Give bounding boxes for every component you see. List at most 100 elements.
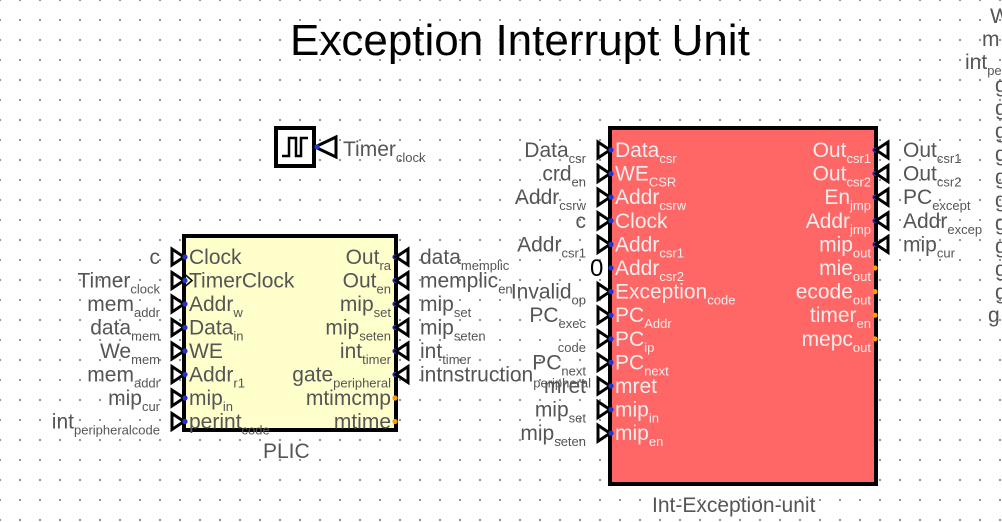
plic-input-dot xyxy=(182,324,188,331)
ieu-input-pin[interactable] xyxy=(596,398,613,421)
ieu-external-input-label: crden xyxy=(542,163,586,190)
ieu-external-input-label: mret xyxy=(544,375,586,398)
ieu-input-label: Addrcsrw xyxy=(615,186,687,213)
ieu-input-dot xyxy=(608,147,614,153)
timer-clock-label: Timerclock xyxy=(343,138,426,165)
ieu-input-pin[interactable] xyxy=(596,280,613,303)
plic-input-label: TimerClock xyxy=(189,270,295,293)
plic-output-pin[interactable] xyxy=(393,269,410,292)
ieu-input-pin[interactable] xyxy=(596,351,613,374)
plic-external-output-label: memplicen xyxy=(420,270,513,297)
right-edge-label: g xyxy=(988,304,1000,327)
ieu-input-dot xyxy=(608,218,614,224)
ieu-input-pin[interactable] xyxy=(596,209,613,232)
plic-output-pin[interactable] xyxy=(393,246,410,268)
ieu-input-dot xyxy=(608,407,614,413)
plic-input-pin[interactable] xyxy=(170,340,187,362)
right-edge-label: g xyxy=(995,235,1002,258)
ieu-input-label: Exceptioncode xyxy=(615,281,735,308)
ieu-output-pin[interactable] xyxy=(873,162,890,185)
right-edge-label: intpe xyxy=(965,51,1002,78)
ieu-input-dot xyxy=(608,289,614,295)
plic-input-dot xyxy=(182,418,188,425)
ieu-external-input-label: PCnext xyxy=(532,351,586,378)
plic-input-label: WE xyxy=(189,340,223,363)
ieu-input-dot xyxy=(608,265,614,271)
ieu-input-pin[interactable] xyxy=(596,186,613,209)
plic-input-label: mipin xyxy=(189,387,233,414)
ieu-input-pin[interactable] xyxy=(596,327,613,350)
plic-output-label: Outra xyxy=(346,246,392,273)
plic-input-pin[interactable] xyxy=(170,269,187,292)
plic-input-label: Datain xyxy=(189,317,243,344)
plic-input-pin[interactable] xyxy=(170,246,187,268)
ieu-input-pin[interactable] xyxy=(596,422,613,445)
ieu-output-dot xyxy=(872,336,878,342)
right-edge-label: g xyxy=(995,166,1002,189)
plic-output-label: inttimer xyxy=(340,340,392,367)
ieu-input-dot xyxy=(608,383,614,389)
ieu-input-label: mret xyxy=(615,375,657,398)
plic-input-label: perintcode xyxy=(189,411,270,438)
ieu-output-label: mieout xyxy=(819,257,871,284)
ieu-output-label: Outcsr1 xyxy=(813,139,871,166)
plic-output-label: gateperipheral xyxy=(292,364,391,391)
plic-input-pin[interactable] xyxy=(170,410,187,433)
plic-input-pin[interactable] xyxy=(170,293,187,315)
ieu-input-pin[interactable] xyxy=(596,139,613,161)
plic-output-dot xyxy=(392,395,398,401)
ieu-output-dot xyxy=(872,289,878,295)
plic-input-dot xyxy=(182,348,188,354)
plic-output-pin[interactable] xyxy=(393,293,410,315)
ieu-output-pin[interactable] xyxy=(873,209,890,232)
plic-external-input-label: memaddr xyxy=(87,364,160,391)
plic-input-label: Clock xyxy=(189,246,242,269)
ieu-input-pin[interactable] xyxy=(596,375,613,397)
ieu-input-dot xyxy=(608,359,614,365)
right-edge-label: g xyxy=(995,212,1002,235)
plic-external-input-label: Timerclock xyxy=(77,270,160,297)
ieu-caption: Int-Exception-unit xyxy=(652,494,816,517)
plic-input-pin[interactable] xyxy=(170,316,187,339)
right-edge-label: g xyxy=(995,120,1002,143)
ieu-external-output-label: Outcsr1 xyxy=(903,139,961,166)
plic-output-pin[interactable] xyxy=(393,340,410,362)
plic-external-output-label: mipset xyxy=(420,293,472,320)
ieu-external-input-label: Addrcsrw xyxy=(515,186,587,213)
ieu-input-label: Datacsr xyxy=(615,139,677,166)
plic-block[interactable] xyxy=(182,234,398,432)
right-edge-label: m xyxy=(982,28,1000,51)
ieu-input-dot xyxy=(608,430,614,436)
ieu-output-pin[interactable] xyxy=(873,233,890,256)
ieu-input-label: PCip xyxy=(615,328,654,355)
ieu-output-dot xyxy=(872,312,878,318)
right-edge-label: g xyxy=(995,97,1002,120)
right-edge-label: g xyxy=(995,281,1002,304)
ieu-external-output-label: mipcur xyxy=(903,233,956,260)
ieu-external-input-label: Addrcsr1 xyxy=(517,233,586,260)
ieu-external-input-label: c xyxy=(576,210,587,233)
ieu-input-pin[interactable] xyxy=(596,233,613,256)
ieu-external-output-label: PCexcept xyxy=(903,186,971,213)
plic-output-label: mtimcmp xyxy=(306,387,391,410)
int-exception-unit-block[interactable] xyxy=(608,126,878,486)
diagram-title: Exception Interrupt Unit xyxy=(290,16,750,65)
plic-output-label: mipseten xyxy=(325,317,391,344)
timer-clock-component[interactable] xyxy=(274,126,338,168)
ieu-output-label: ecodeout xyxy=(796,281,872,308)
plic-input-pin[interactable] xyxy=(170,387,187,409)
plic-input-dot xyxy=(182,254,188,260)
plic-input-pin[interactable] xyxy=(170,363,187,386)
plic-external-input-label: c xyxy=(150,246,161,269)
ieu-input-pin[interactable] xyxy=(596,162,613,185)
plic-input-label: Addrr1 xyxy=(189,364,245,391)
ieu-external-input-label: code xyxy=(558,340,586,355)
ieu-output-pin[interactable] xyxy=(873,186,890,209)
ieu-input-pin[interactable] xyxy=(596,304,613,327)
ieu-input-label: WECSR xyxy=(615,163,676,190)
clock-edge-marker xyxy=(184,273,194,288)
plic-output-pin[interactable] xyxy=(393,316,410,339)
ieu-output-pin[interactable] xyxy=(873,139,890,161)
plic-output-pin[interactable] xyxy=(393,363,410,386)
